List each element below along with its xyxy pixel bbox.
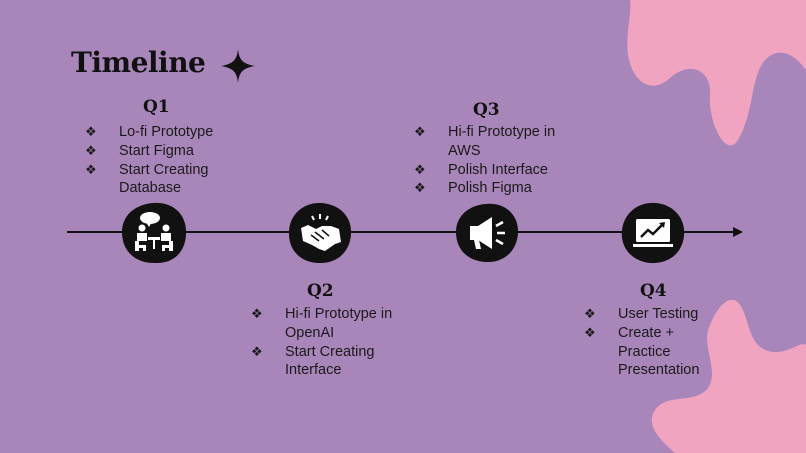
list-item: ❖Start Creating Interface [251,343,375,379]
bottom-right-blob [651,300,806,453]
bullet-icon: ❖ [85,124,97,139]
list-item: ❖Polish Figma [414,180,532,197]
list-item: ❖Lo-fi Prototype [85,124,214,140]
timeline-arrowhead [733,227,743,237]
bullet-icon: ❖ [584,306,596,321]
list-item: ❖Start Figma [85,142,194,159]
bullet-icon: ❖ [584,324,596,340]
quarter-label-q2: Q2 [307,281,334,301]
chart-monitor-icon [633,219,673,247]
bullet-icon: ❖ [85,161,97,177]
list-item: ❖Create + Practice Presentation [584,324,700,379]
quarter-label-q3: Q3 [473,100,500,120]
quarter-label-q4: Q4 [640,281,667,301]
page-title: Timeline [71,46,206,79]
list-item: ❖Start Creating Database [85,161,209,197]
list-item: ❖User Testing [584,306,699,322]
quarter-label-q1: Q1 [143,97,170,117]
bullet-icon: ❖ [251,306,263,321]
bullet-icon: ❖ [414,161,426,177]
bullet-icon: ❖ [414,180,426,196]
megaphone-icon [470,217,505,249]
node-q3 [456,203,519,263]
quarter-list-q2: ❖Hi-fi Prototype in OpenAI ❖Start Creati… [251,305,401,380]
list-item: ❖Polish Interface [414,161,548,178]
node-q2 [288,202,352,264]
node-q1 [121,202,187,264]
quarter-list-q3: ❖Hi-fi Prototype in AWS ❖Polish Interfac… [414,123,574,198]
handshake-icon [301,214,341,251]
list-item: ❖Hi-fi Prototype in OpenAI [251,306,393,341]
sparkle-icon [221,49,255,83]
bullet-icon: ❖ [85,142,97,158]
bullet-icon: ❖ [251,343,263,359]
quarter-list-q1: ❖Lo-fi Prototype ❖Start Figma ❖Start Cre… [85,123,245,198]
meeting-icon [135,212,173,251]
top-right-blob [627,0,806,146]
quarter-list-q4: ❖User Testing ❖Create + Practice Present… [584,305,724,380]
list-item: ❖Hi-fi Prototype in AWS [414,124,556,159]
node-q4 [621,202,685,264]
bullet-icon: ❖ [414,124,426,139]
